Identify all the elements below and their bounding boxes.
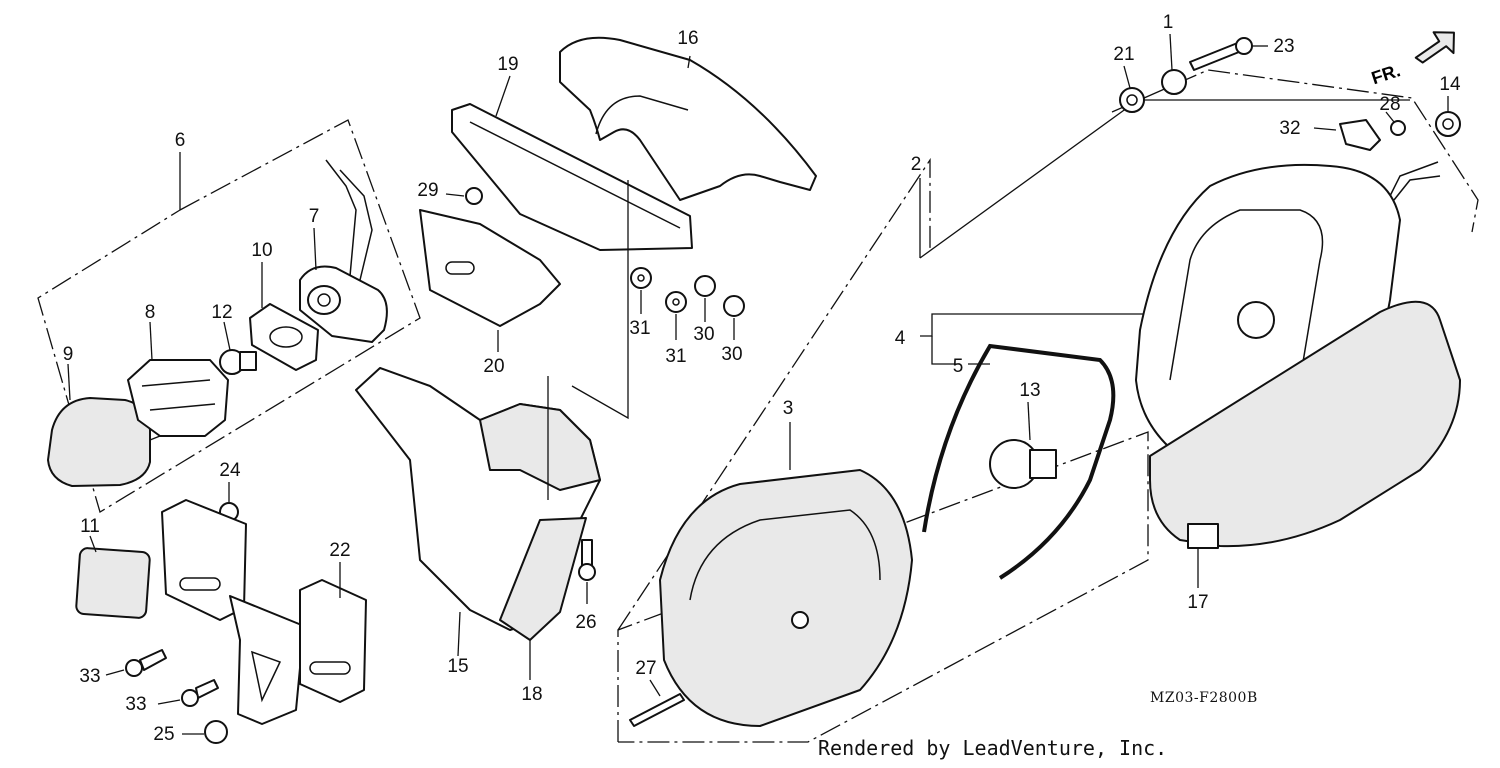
part-22-plate [299,562,367,703]
callout-31: 31 [665,346,686,367]
callout-16: 16 [677,28,698,49]
callout-11: 11 [80,516,100,537]
callout-18: 18 [521,684,542,705]
part-3-lens [659,422,913,727]
callout-12: 12 [211,302,232,323]
part-27-screw [629,679,685,727]
part-11-reflector [75,535,151,619]
part-29-nut [445,187,483,205]
callout-1: 1 [1163,12,1174,33]
callout-24: 24 [219,460,241,481]
part-19-bracket [451,75,693,251]
part-20-stay [419,209,561,352]
callout-19: 19 [497,54,518,75]
wire-leads [1389,161,1441,201]
callout-21: 21 [1113,44,1134,65]
callout-26: 26 [575,612,596,633]
part-5-seal [922,343,1116,580]
callout-5: 5 [953,356,964,377]
part-15-fender [355,367,601,657]
part-33-bolt-a [105,649,167,677]
callout-2: 2 [911,154,922,175]
callout-31: 31 [629,318,650,339]
callout-17: 17 [1187,592,1208,613]
callout-27: 27 [635,658,656,679]
callout-20: 20 [483,356,504,377]
callout-33: 33 [125,694,146,715]
part-31-washer-a [630,267,652,314]
callout-29: 29 [417,180,438,201]
callout-9: 9 [63,344,74,365]
part-9-lens [47,363,161,487]
part-8-housing [127,321,229,437]
part-16-cover [559,36,817,201]
callout-layer: 1234567891011121314151617181920212223242… [63,12,1461,745]
part-13-bulb [989,401,1057,489]
part-23-bolt [1189,37,1268,71]
part-28-screw [1385,111,1406,136]
callout-30: 30 [721,344,742,365]
callout-33: 33 [79,666,100,687]
callout-25: 25 [153,724,174,745]
callout-4: 4 [895,328,906,349]
callout-32: 32 [1279,118,1300,139]
part-32-clamp [1313,119,1381,151]
part-31-washer-b [665,291,687,340]
diagram-code: MZ03-F2800B [1150,690,1258,706]
part-21-grommet [1119,65,1145,113]
part-1-collar [1161,33,1187,95]
part-14-grommet [1435,96,1461,137]
license-bracket [161,499,305,725]
part-18-trim [499,517,587,680]
callout-22: 22 [329,540,350,561]
part-26-screw [578,539,596,604]
callout-13: 13 [1019,380,1040,401]
part-33-bolt-b [157,679,219,707]
part-10-gasket [249,262,319,371]
callout-15: 15 [447,656,468,677]
footer-credit: Rendered by LeadVenture, Inc. [818,736,1168,760]
front-direction-label: FR. [1369,60,1403,88]
callout-10: 10 [251,240,272,261]
callout-8: 8 [145,302,156,323]
callout-30: 30 [693,324,714,345]
part-30-nut-b [723,295,745,340]
part-4-bracket [920,313,1150,365]
part-17-cowl [1149,300,1461,588]
part-7-socket [299,159,388,343]
callout-6: 6 [175,130,186,151]
callout-28: 28 [1379,94,1400,115]
callout-7: 7 [309,206,320,227]
group-outline-6 [37,119,421,513]
part-25-grommet [182,720,228,744]
callout-23: 23 [1273,36,1294,57]
part-30-nut-a [694,275,716,322]
part-12-bulb [219,321,257,375]
callout-3: 3 [783,398,794,419]
callout-14: 14 [1439,74,1461,95]
